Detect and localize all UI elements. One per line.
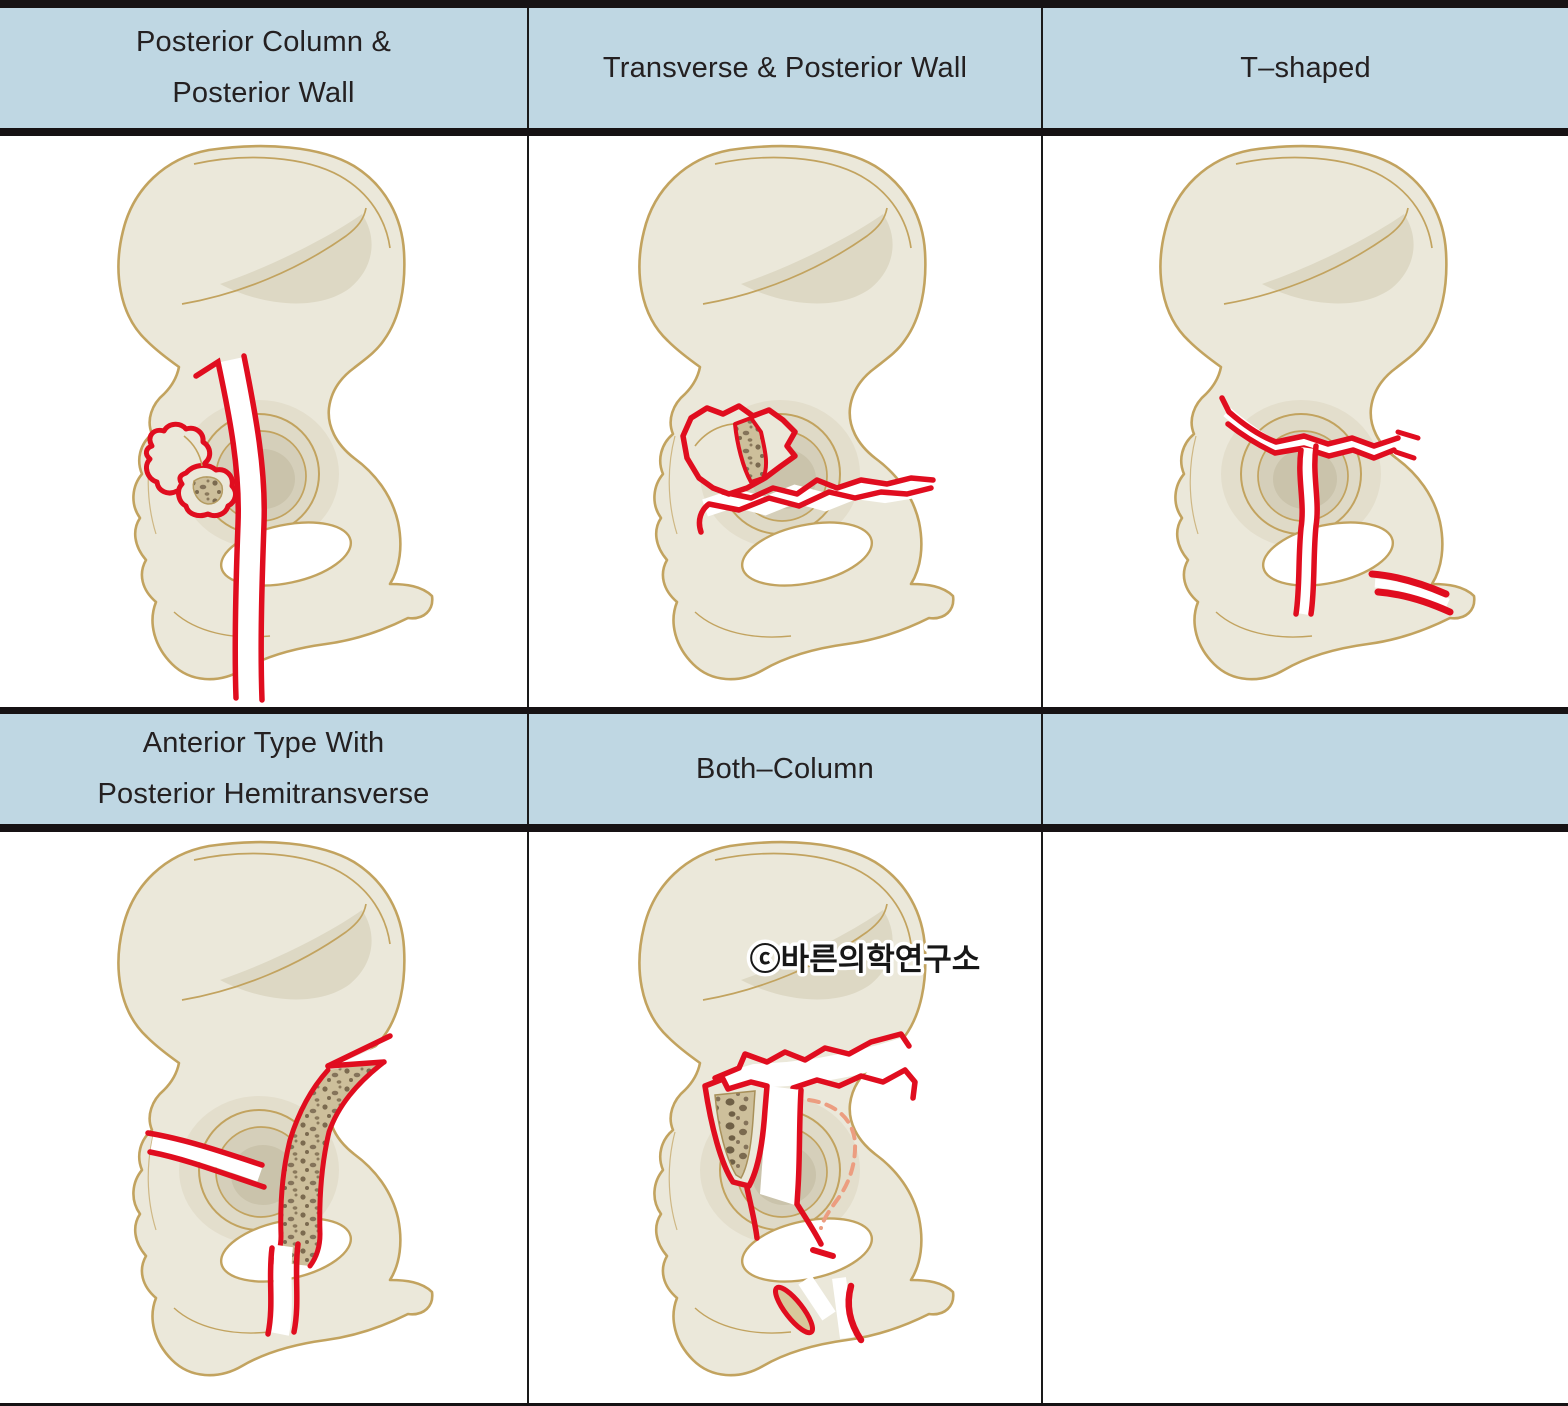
hip-bone-illustration: ⓒ바른의학연구소 (638, 840, 984, 1377)
hip-bone-illustration (116, 144, 434, 703)
header-transverse-posterior-wall: Transverse & Posterior Wall (527, 8, 1041, 128)
header-t-shaped: T–shaped (1041, 8, 1568, 128)
figure-anterior-with-posterior-hemitransverse (0, 832, 527, 1403)
inferior-ramus-fracture-line (264, 1241, 301, 1337)
figure-row-1 (0, 136, 1568, 714)
ischiopubic-ramus-cuts (773, 1275, 865, 1344)
figure-both-column: ⓒ바른의학연구소 (527, 832, 1041, 1403)
figure-row-2: ⓒ바른의학연구소 (0, 832, 1568, 1403)
header-empty (1041, 714, 1568, 824)
empty-figure-cell (1041, 832, 1568, 1403)
hidden-fracture-dashed-line (807, 1098, 858, 1230)
figure-posterior-column-posterior-wall (0, 136, 527, 707)
header-row-2: Anterior Type With Posterior Hemitransve… (0, 714, 1568, 832)
header-row-1: Posterior Column & Posterior Wall Transv… (0, 8, 1568, 136)
watermark-text: ⓒ바른의학연구소 (750, 942, 981, 977)
anterior-column-fragment (702, 1076, 770, 1189)
hip-bone-illustration (1158, 144, 1476, 681)
posterior-column-fracture-line (192, 353, 267, 703)
header-posterior-column-posterior-wall: Posterior Column & Posterior Wall (0, 8, 527, 128)
posterior-hemitransverse-fracture-line (144, 1130, 267, 1190)
hip-bone-illustration (638, 144, 955, 681)
posterior-column-fracture-line (744, 1087, 836, 1259)
inferior-ramus-fracture-line (1368, 570, 1453, 616)
transverse-fracture-line (1218, 395, 1420, 461)
header-anterior-with-posterior-hemitransverse: Anterior Type With Posterior Hemitransve… (0, 714, 527, 824)
posterior-wall-fragment (143, 421, 238, 519)
vertical-stem-fracture-line (1292, 443, 1320, 617)
posterior-wall-fragment (680, 403, 798, 497)
header-both-column: Both–Column (527, 714, 1041, 824)
figure-t-shaped (1041, 136, 1568, 707)
figure-transverse-posterior-wall (527, 136, 1041, 707)
central-fracture-gap (760, 1086, 801, 1206)
transverse-fracture-line (696, 475, 936, 535)
hip-bone-illustration (116, 840, 434, 1377)
iliac-wing-fracture-line (712, 1031, 918, 1101)
